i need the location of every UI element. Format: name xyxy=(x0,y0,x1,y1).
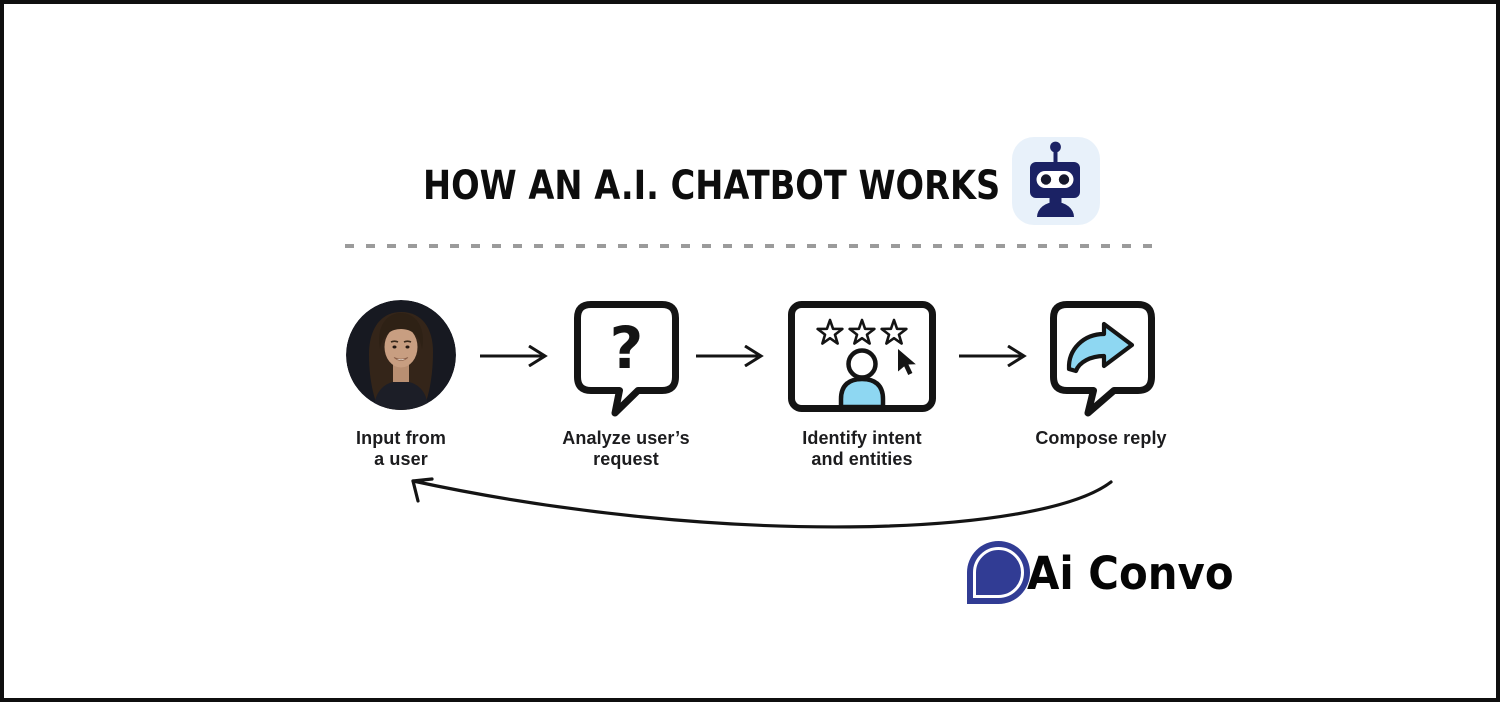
step-label-line: Analyze user’s xyxy=(562,428,690,448)
reply-speech-bubble-icon xyxy=(1050,301,1155,417)
step-label-input-from-user: Input from a user xyxy=(334,428,468,470)
arrow-right-icon xyxy=(959,345,1027,367)
page-title: HOW AN A.I. CHATBOT WORKS xyxy=(412,160,1012,212)
user-photo xyxy=(346,300,456,410)
logo-text: Ai Convo xyxy=(1027,546,1234,600)
step-label-line: and entities xyxy=(811,449,913,469)
person-icon xyxy=(838,348,886,410)
step-label-line: Compose reply xyxy=(1035,428,1167,448)
robot-icon-graphic xyxy=(1030,141,1080,217)
dashed-divider xyxy=(345,244,1163,248)
step-label-line: Identify intent xyxy=(802,428,922,448)
arrow-right-icon xyxy=(480,345,548,367)
question-speech-bubble-icon: ? xyxy=(574,301,679,417)
question-mark-glyph: ? xyxy=(610,314,644,382)
rating-stars-icon xyxy=(816,318,908,345)
cursor-icon xyxy=(898,349,916,376)
robot-icon xyxy=(1012,137,1100,225)
step-label-analyze-request: Analyze user’s request xyxy=(549,428,703,470)
step-label-identify-intent: Identify intent and entities xyxy=(774,428,950,470)
speech-drop-icon xyxy=(967,541,1030,604)
step-label-line: request xyxy=(593,449,659,469)
step-label-line: Input from xyxy=(356,428,446,448)
step-label-line: a user xyxy=(374,449,428,469)
arrow-right-icon xyxy=(696,345,764,367)
stars-person-cursor-board-icon xyxy=(788,301,936,412)
share-arrow-icon xyxy=(1066,321,1135,374)
user-portrait-graphic xyxy=(346,300,456,410)
loop-arrow-icon xyxy=(411,477,1113,529)
page-title-text: HOW AN A.I. CHATBOT WORKS xyxy=(423,163,1001,209)
step-label-compose-reply: Compose reply xyxy=(1024,428,1178,449)
